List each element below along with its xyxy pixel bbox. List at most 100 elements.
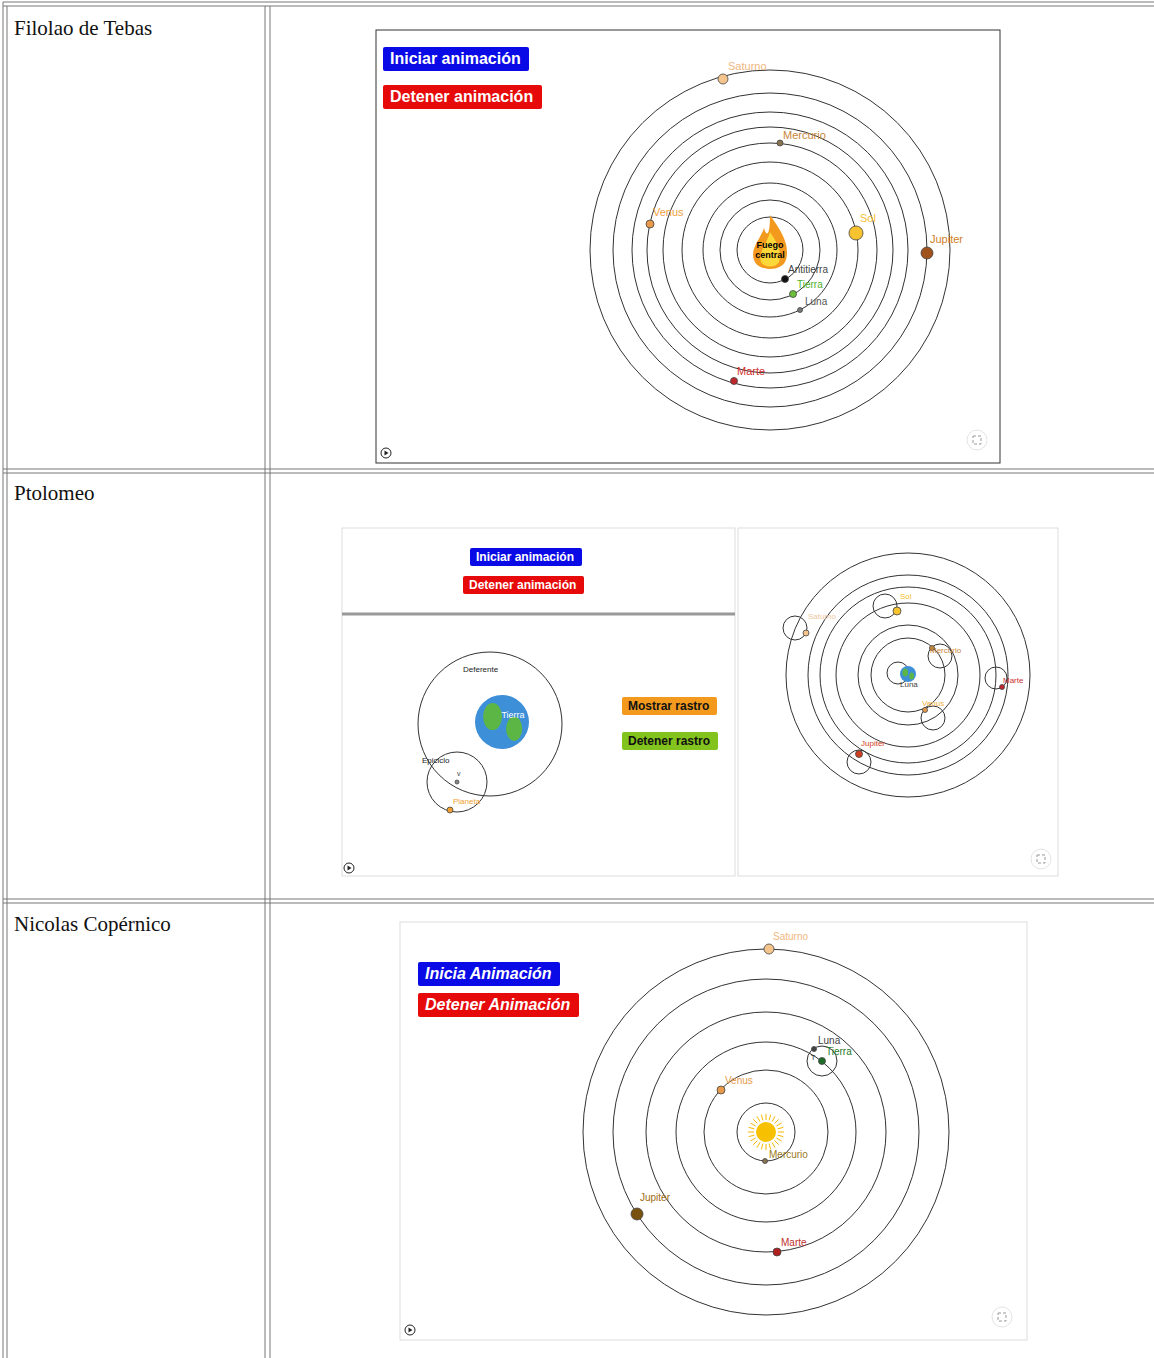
- planet-dot: [764, 944, 774, 954]
- fullscreen-icon: [1031, 849, 1051, 869]
- planet-label: Saturno: [808, 613, 836, 622]
- node-text: Detener animación: [390, 88, 535, 106]
- planet-dot: [731, 378, 738, 385]
- planet-dot: [856, 751, 863, 758]
- planet-label: Jupiter: [861, 740, 885, 749]
- planet-dot: [849, 226, 863, 240]
- planet-label: Planeta: [453, 798, 480, 807]
- node-text: Filolao de Tebas: [14, 16, 154, 41]
- planet-label: Mercurio: [783, 129, 826, 141]
- deferent-circle: [418, 652, 562, 796]
- node-text: Mostrar rastro: [628, 699, 711, 713]
- node-text: Nicolas Copérnico: [14, 912, 172, 937]
- table-border: [3, 6, 1154, 7]
- button: Mostrar rastro: [622, 697, 717, 715]
- planet-dot: [782, 276, 789, 283]
- epicycle-circle: [783, 616, 807, 640]
- orbit: [632, 112, 908, 388]
- play-icon: [409, 1328, 413, 1333]
- planet-label: Marte: [781, 1237, 807, 1248]
- planet-dot: [777, 140, 783, 146]
- table-border: [3, 899, 1154, 900]
- planet-label: Epiciclo: [422, 757, 450, 766]
- planet-label: Tierra: [826, 1046, 852, 1057]
- planet-label: Sol: [900, 593, 912, 602]
- fullscreen-icon: [1037, 855, 1045, 863]
- planet-dot: [447, 807, 453, 813]
- orbit: [663, 143, 877, 357]
- planet-dot: [631, 1208, 643, 1220]
- orbit: [676, 1042, 856, 1222]
- model-name-cell: Nicolas Copérnico: [14, 912, 172, 937]
- button: Iniciar animación: [383, 47, 529, 71]
- orbit: [646, 1012, 886, 1252]
- table-border: [270, 6, 271, 1358]
- table-border: [265, 6, 266, 1358]
- planet-label: Deferente: [463, 666, 498, 675]
- applet-frame: [342, 528, 735, 876]
- planet-label: v: [457, 770, 461, 778]
- earth-icon: [475, 695, 529, 749]
- button: Detener rastro: [622, 732, 718, 750]
- fullscreen-icon: [998, 1313, 1006, 1321]
- planet-label: Mercurio: [769, 1149, 808, 1160]
- orbit: [820, 587, 996, 763]
- orbit: [703, 183, 837, 317]
- planet-label: Jupiter: [640, 1192, 670, 1203]
- planet-dot: [717, 1086, 725, 1094]
- planet-label: Tierra: [501, 711, 524, 721]
- orbit: [590, 70, 950, 430]
- planet-dot: [790, 291, 797, 298]
- orbit: [583, 949, 949, 1315]
- button: Detener animación: [383, 85, 542, 109]
- planet-label: T: [811, 1054, 815, 1062]
- sun-icon: [748, 1114, 784, 1150]
- fullscreen-icon: [973, 436, 981, 444]
- planet-label: Venus: [725, 1075, 753, 1086]
- node-text: Detener rastro: [628, 734, 712, 748]
- model-name-cell: Ptolomeo: [14, 481, 96, 506]
- orbit: [613, 979, 919, 1285]
- planet-label: Marte: [1003, 677, 1023, 686]
- node-text: Iniciar animación: [476, 550, 576, 564]
- table-border: [7, 6, 8, 1358]
- planet-label: Sol: [860, 212, 876, 224]
- node-text: Inicia Animación: [425, 965, 553, 983]
- planet-dot: [921, 247, 933, 259]
- button: Detener animación: [463, 576, 584, 594]
- planet-label: Luna: [805, 296, 827, 307]
- planet-dot: [893, 607, 901, 615]
- planet-dot: [646, 220, 654, 228]
- table-border: [3, 2, 1154, 3]
- table-border: [3, 473, 1154, 474]
- button: Inicia Animación: [418, 962, 560, 986]
- node-text: Detener Animación: [425, 996, 572, 1014]
- panel-divider: [342, 613, 735, 616]
- play-icon: [381, 448, 391, 458]
- planet-dot: [812, 1047, 817, 1052]
- planet-dot: [803, 630, 809, 636]
- planet-label: Tierra: [797, 279, 823, 290]
- orbit: [858, 625, 958, 725]
- node-text: Detener animación: [469, 578, 578, 592]
- epicycle-circle: [921, 706, 945, 730]
- node-text: Ptolomeo: [14, 481, 96, 506]
- fire-label: Fuego central: [753, 241, 787, 261]
- planet-dot: [819, 1058, 826, 1065]
- planet-label: Antitierra: [788, 264, 828, 275]
- applet-frame: [738, 528, 1058, 876]
- model-name-cell: Filolao de Tebas: [14, 16, 154, 41]
- orbit: [786, 553, 1030, 797]
- planet-label: Venus: [653, 206, 684, 218]
- play-icon: [405, 1325, 415, 1335]
- planet-dot: [455, 780, 459, 784]
- orbit: [704, 1070, 828, 1194]
- planet-label: Jupiter: [930, 233, 963, 245]
- play-icon: [344, 863, 354, 873]
- table-border: [3, 469, 1154, 470]
- planet-label: Mercurio: [930, 647, 961, 656]
- table-border: [3, 2, 4, 1358]
- orbit: [808, 575, 1008, 775]
- orbit: [836, 603, 980, 747]
